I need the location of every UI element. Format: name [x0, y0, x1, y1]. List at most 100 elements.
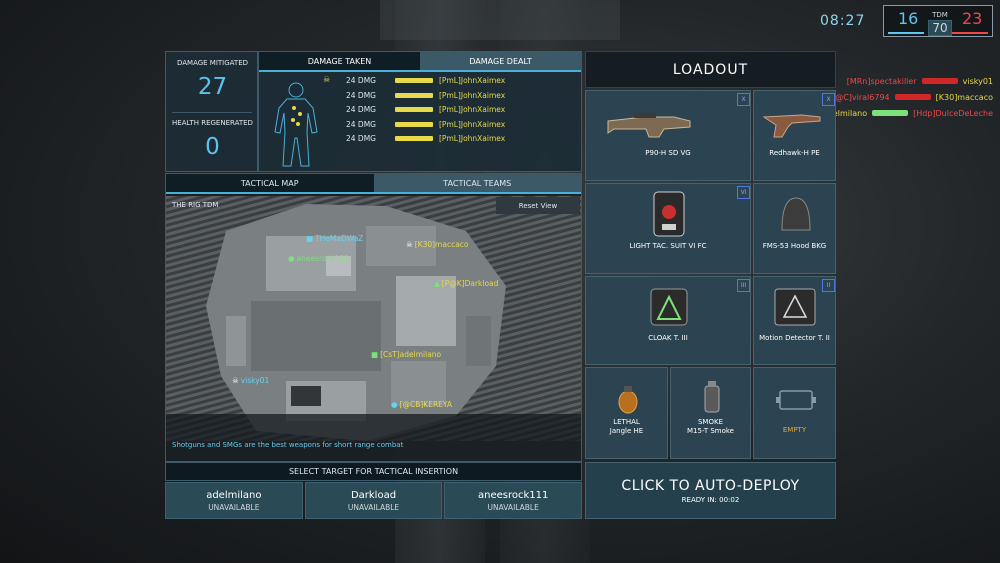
target-status: UNAVAILABLE [487, 502, 539, 512]
game-mode: TDM [932, 11, 948, 19]
body-hit-diagram-icon [274, 82, 318, 167]
victim-name: [K30]maccaco [935, 92, 993, 102]
map-marker[interactable]: ▲[P@K]Darkload [434, 279, 498, 288]
weapon-icon [395, 121, 433, 127]
secondary-weapon-label: Redhawk-H PE [769, 149, 820, 157]
damage-tabs: DAMAGE TAKEN DAMAGE DEALT [259, 52, 581, 72]
map-name: THE RIG TDM [172, 201, 219, 209]
smoke-type-label: SMOKE [697, 418, 723, 426]
triangle-marker-icon: ▲ [434, 279, 440, 288]
target-status: UNAVAILABLE [208, 502, 260, 512]
motion-detector-icon [774, 288, 816, 326]
damage-log-panel: DAMAGE TAKEN DAMAGE DEALT ☠ 24 DMG [PmL]… [258, 51, 582, 172]
divider [172, 112, 252, 113]
map-marker[interactable]: ●[@CB]KEREYA [391, 400, 452, 409]
attacker-name: [PmL]JohnXaimex [439, 76, 506, 85]
team-score-enemy: 23 [962, 9, 983, 28]
target-name: Darkload [350, 489, 397, 501]
attacker-name: [PmL]JohnXaimex [439, 90, 506, 100]
auto-deploy-button[interactable]: CLICK TO AUTO-DEPLOY READY IN: 00:02 [585, 462, 836, 519]
insertion-target-button[interactable]: Darkload UNAVAILABLE [304, 482, 443, 519]
smoke-item-label: M15-T Smoke [687, 427, 734, 435]
enemy-score-bar [952, 32, 988, 34]
tab-tactical-teams[interactable]: TACTICAL TEAMS [373, 174, 581, 192]
map-marker[interactable]: ■THeMaDWaZ [306, 234, 363, 243]
map-marker-label: [CsT]adelmilano [380, 350, 442, 359]
damage-amount: 24 DMG [346, 76, 376, 85]
smoke-grenade-icon [704, 381, 720, 413]
map-marker[interactable]: ●aneesrock111 [288, 254, 349, 263]
damage-amount: 24 DMG [346, 119, 376, 129]
revolver-icon [762, 114, 821, 138]
tab-tactical-map[interactable]: TACTICAL MAP [166, 174, 374, 192]
secondary-weapon-slot[interactable]: X Redhawk-H PE [753, 90, 836, 181]
ready-countdown: READY IN: 00:02 [681, 496, 740, 504]
damage-row: ☠ 24 DMG [PmL]JohnXaimex [319, 74, 569, 89]
weapon-icon [395, 78, 433, 83]
target-status: UNAVAILABLE [347, 502, 400, 512]
smoke-slot[interactable]: SMOKE M15-T Smoke [670, 367, 751, 459]
friendly-score-bar [888, 32, 924, 34]
head-slot[interactable]: FMS-53 Hood BKG [753, 183, 836, 274]
tab-damage-taken[interactable]: DAMAGE TAKEN [259, 52, 420, 70]
attacker-name: [PmL]JohnXaimex [439, 134, 506, 143]
damage-rows: ☠ 24 DMG [PmL]JohnXaimex 24 DMG [PmL]Joh… [319, 74, 569, 147]
damage-row: 24 DMG [PmL]JohnXaimex [319, 118, 569, 133]
map-marker-label: [P@K]Darkload [441, 279, 499, 288]
cloak-label: CLOAK T. III [648, 334, 688, 342]
damage-mitigated-value: 27 [197, 74, 228, 100]
kill-feed-entry: [A@C]viral6794 [K30]maccaco [793, 89, 993, 105]
map-marker[interactable]: ☠visky01 [232, 376, 269, 385]
kill-feed-entry: [MRn]spectakiller visky01 [793, 73, 993, 89]
reset-view-button[interactable]: Reset View [496, 197, 580, 214]
dot-marker-icon: ● [391, 400, 398, 409]
map-tabs: TACTICAL MAP TACTICAL TEAMS [166, 174, 581, 194]
health-regenerated-value: 0 [205, 134, 220, 160]
suit-label: LIGHT TAC. SUIT VI FC [629, 242, 707, 250]
insertion-target-button[interactable]: adelmilano UNAVAILABLE [165, 482, 303, 519]
damage-amount: 24 DMG [346, 105, 376, 114]
lethal-type-label: LETHAL [613, 418, 640, 426]
skull-marker-icon: ☠ [232, 376, 239, 385]
cloak-slot[interactable]: III CLOAK T. III [585, 276, 751, 365]
killer-name: [A@C]viral6794 [826, 92, 890, 102]
tier-badge: X [737, 93, 750, 106]
map-marker-label: visky01 [240, 376, 270, 385]
tactical-map-view[interactable] [166, 196, 581, 441]
map-marker[interactable]: ■[CsT]adelmilano [371, 350, 441, 359]
square-marker-icon: ■ [371, 350, 379, 359]
damage-stats-panel: DAMAGE MITIGATED 27 HEALTH REGENERATED 0 [165, 51, 258, 172]
tier-badge: II [822, 279, 835, 292]
map-marker-label: aneesrock111 [296, 254, 350, 263]
grenade-icon [618, 386, 638, 414]
primary-weapon-slot[interactable]: X P90-H SD VG [585, 90, 751, 181]
killer-name: [MRn]spectakiller [846, 76, 917, 86]
damage-row: 24 DMG [PmL]JohnXaimex [319, 103, 569, 118]
empty-slot[interactable]: EMPTY [753, 367, 836, 459]
cloak-module-icon [650, 288, 688, 326]
skull-icon: ☠ [323, 75, 331, 84]
insertion-target-button[interactable]: aneesrock111 UNAVAILABLE [444, 482, 583, 519]
weapon-icon [921, 78, 958, 84]
detector-slot[interactable]: II Motion Detector T. II [753, 276, 836, 365]
map-marker-label: [K30]maccaco [414, 240, 469, 249]
map-marker[interactable]: ☠[K30]maccaco [406, 240, 469, 249]
attacker-name: [PmL]JohnXaimex [439, 105, 506, 114]
weapon-icon [894, 94, 931, 100]
target-name: adelmilano [206, 489, 262, 501]
tier-badge: III [737, 279, 750, 292]
tier-badge: X [822, 93, 835, 106]
map-marker-label: [@CB]KEREYA [399, 400, 453, 409]
damage-mitigated-label: DAMAGE MITIGATED [176, 59, 249, 67]
insertion-targets: adelmilano UNAVAILABLE Darkload UNAVAILA… [165, 482, 583, 519]
suit-slot[interactable]: VI LIGHT TAC. SUIT VI FC [585, 183, 751, 274]
tab-damage-dealt[interactable]: DAMAGE DEALT [420, 52, 581, 70]
auto-deploy-label: CLICK TO AUTO-DEPLOY [621, 478, 800, 494]
victim-name: [Hdp]DulceDeLeche [913, 108, 993, 118]
hood-icon [781, 197, 811, 231]
weapon-icon [395, 136, 433, 141]
lethal-slot[interactable]: LETHAL Jangle HE [585, 367, 668, 459]
tactical-map-panel: TACTICAL MAP TACTICAL TEAMS THE RIG TDM … [165, 173, 582, 462]
tier-badge: VI [737, 186, 750, 199]
lethal-item-label: Jangle HE [609, 427, 644, 435]
